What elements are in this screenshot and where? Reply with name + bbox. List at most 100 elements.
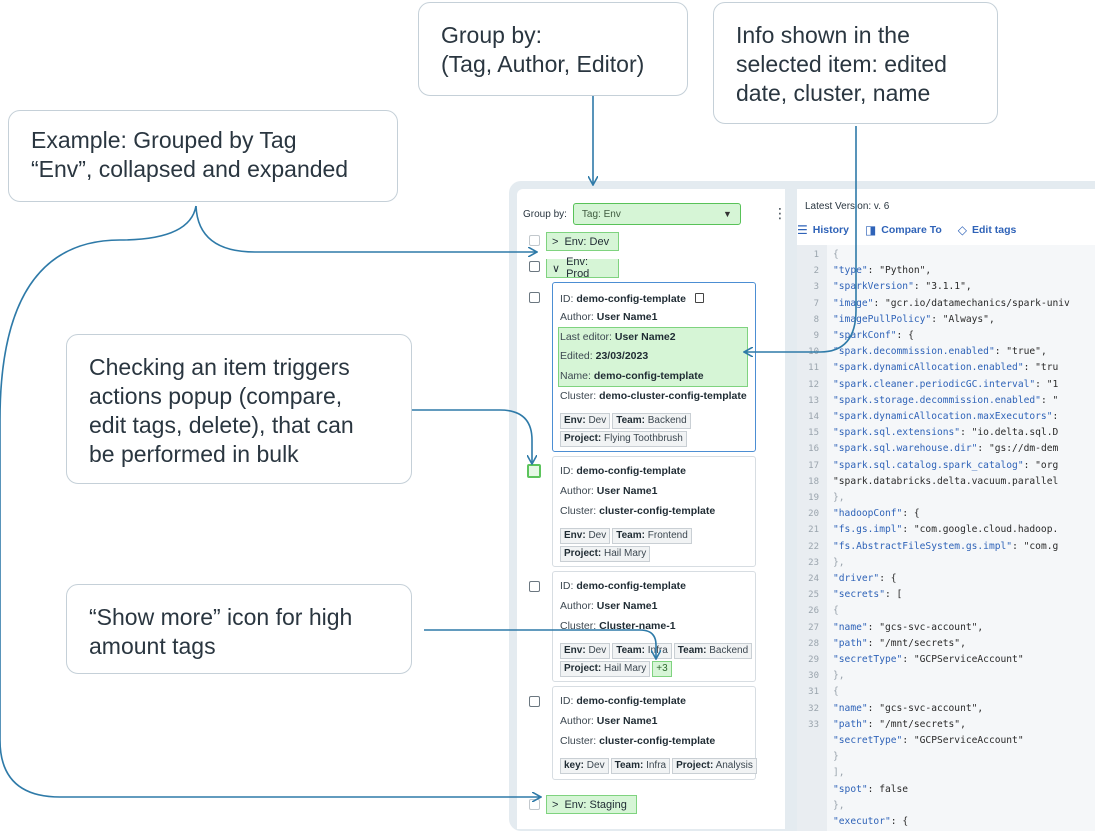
history-button[interactable]: ☰History — [797, 223, 849, 237]
field-label: Cluster: — [560, 620, 597, 632]
field-value: User Name1 — [596, 485, 658, 497]
code-line: 30 }, — [797, 670, 844, 686]
tag-value: Frontend — [647, 530, 688, 541]
tag-chip[interactable]: Env: Dev — [560, 528, 611, 544]
chevron-right-icon: > — [552, 235, 559, 248]
code-text: "spot": false — [833, 783, 909, 795]
code-text: { — [833, 249, 839, 260]
tag-value: Flying Toothbrush — [604, 433, 683, 444]
config-card-selected[interactable]: ID: demo-config-template Author: User Na… — [552, 282, 756, 452]
checkbox[interactable] — [529, 235, 540, 246]
callout-text: Example: Grouped by Tag — [31, 127, 297, 153]
code-line: 15 "spark.sql.extensions": "io.delta.sql… — [797, 427, 1058, 443]
id-field: ID: demo-config-template — [560, 292, 704, 305]
tag-chip[interactable]: Team: Infra — [612, 643, 672, 659]
config-card[interactable]: ID: demo-config-template Author: User Na… — [552, 571, 756, 682]
code-editor[interactable]: 1{2"type": "Python",3"sparkVersion": "3.… — [797, 245, 1095, 831]
id-field: ID: demo-config-template — [560, 580, 686, 592]
group-by-select[interactable]: Tag: Env ▼ — [572, 203, 741, 225]
checkbox[interactable] — [529, 292, 540, 303]
line-number: 19 — [808, 493, 819, 503]
checkbox[interactable] — [529, 696, 540, 707]
field-label: ID: — [560, 695, 574, 707]
line-number: 1 — [813, 250, 819, 260]
tag-chip[interactable]: Env: Dev — [560, 643, 611, 659]
callout-text: selected item: edited — [736, 51, 947, 77]
line-number: 16 — [808, 444, 819, 455]
group-header-env-staging[interactable]: > Env: Staging — [546, 795, 637, 814]
callout-text: edit tags, delete), that can — [89, 412, 354, 438]
chevron-right-icon: > — [552, 798, 559, 811]
code-text: "spark.decommission.enabled": "true", — [833, 346, 1047, 358]
field-value: demo-config-template — [576, 465, 687, 477]
tag-key: Team: — [677, 645, 707, 656]
code-text: "spark.dynamicAllocation.enabled": "tru — [833, 362, 1059, 374]
callout-text: amount tags — [89, 633, 216, 659]
edit-tags-button[interactable]: ◇Edit tags — [958, 223, 1017, 237]
code-line: 10"spark.decommission.enabled": "true", — [797, 346, 1047, 362]
code-text: "spark.cleaner.periodicGC.interval": "1 — [833, 378, 1059, 390]
tag-chip[interactable]: Project: Analysis — [672, 758, 757, 774]
checkbox[interactable] — [529, 799, 540, 810]
code-line: 31 { — [797, 686, 839, 702]
code-text: "path": "/mnt/secrets", — [833, 637, 966, 649]
compare-button[interactable]: ◨Compare To — [865, 223, 942, 237]
group-header-env-prod[interactable]: ∨ Env: Prod — [546, 256, 619, 280]
tag-key: Project: — [676, 760, 714, 771]
compare-icon: ◨ — [864, 223, 877, 237]
field-value: demo-config-template — [576, 695, 687, 707]
tag-value: Dev — [588, 530, 607, 541]
checkbox-highlighted[interactable] — [527, 464, 541, 478]
code-line: 8"imagePullPolicy": "Always", — [797, 314, 995, 330]
code-line: "executor": { — [797, 816, 908, 831]
tag-chip[interactable]: Team: Infra — [610, 758, 671, 774]
tag-chip[interactable]: Project: Hail Mary — [560, 546, 651, 562]
field-label: Last editor: — [560, 331, 612, 343]
tag-chip[interactable]: Env: Dev — [560, 413, 611, 429]
callout-text: “Env”, collapsed and expanded — [31, 156, 349, 182]
author-field: Author: User Name1 — [560, 715, 657, 727]
tag-key: Team: — [614, 760, 644, 771]
line-number: 33 — [808, 719, 819, 730]
code-line: 14 "spark.dynamicAllocation.maxExecutors… — [797, 411, 1058, 427]
code-line: 23}, — [797, 557, 844, 573]
show-more-tags-button[interactable]: +3 — [652, 661, 672, 677]
tag-chip[interactable]: key: Dev — [560, 758, 609, 774]
line-number: 31 — [808, 687, 819, 698]
tag-value: Infra — [647, 645, 668, 656]
field-label: Author: — [560, 485, 594, 497]
tag-chip[interactable]: Team: Backend — [673, 643, 753, 659]
line-number: 3 — [813, 282, 819, 293]
field-label: Author: — [560, 311, 594, 323]
group-by-value: Tag: Env — [581, 208, 621, 220]
code-line: 26 { — [797, 605, 839, 621]
field-label: Cluster: — [560, 390, 597, 402]
field-label: ID: — [560, 293, 574, 305]
checkbox[interactable] — [529, 581, 540, 592]
tag-chip[interactable]: Project: Hail Mary — [560, 661, 651, 677]
line-number: 28 — [808, 638, 819, 649]
code-line: 1{ — [797, 249, 839, 265]
group-header-env-dev[interactable]: > Env: Dev — [546, 232, 619, 251]
tag-chip[interactable]: Project: Flying Toothbrush — [560, 431, 687, 447]
tag-chip[interactable]: Team: Backend — [612, 413, 691, 429]
tag-value: Dev — [588, 415, 607, 426]
copy-icon[interactable] — [694, 293, 704, 303]
config-card[interactable]: ID: demo-config-template Author: User Na… — [552, 686, 757, 780]
more-options-icon[interactable]: ⋮ — [773, 205, 787, 221]
field-label: ID: — [560, 580, 574, 592]
code-text: }, — [833, 799, 845, 811]
code-text: "secretType": "GCPServiceAccount" — [833, 735, 1024, 746]
code-line: 27 "name": "gcs-svc-account", — [797, 622, 983, 638]
checkbox[interactable] — [529, 261, 540, 272]
code-text: "spark.sql.catalog.spark_catalog": "org — [833, 459, 1059, 471]
arrow-example-dev — [195, 205, 536, 252]
cluster-field: Cluster: demo-cluster-config-template — [560, 390, 747, 402]
callout-group-by: Group by: (Tag, Author, Editor) — [418, 2, 688, 96]
config-card[interactable]: ID: demo-config-template Author: User Na… — [552, 456, 756, 567]
tag-chip[interactable]: Team: Frontend — [612, 528, 692, 544]
field-value: demo-config-template — [576, 293, 687, 305]
line-number: 32 — [808, 703, 819, 714]
code-line: 12 "spark.cleaner.periodicGC.interval": … — [797, 379, 1058, 395]
code-text: "sparkConf": { — [833, 330, 914, 341]
